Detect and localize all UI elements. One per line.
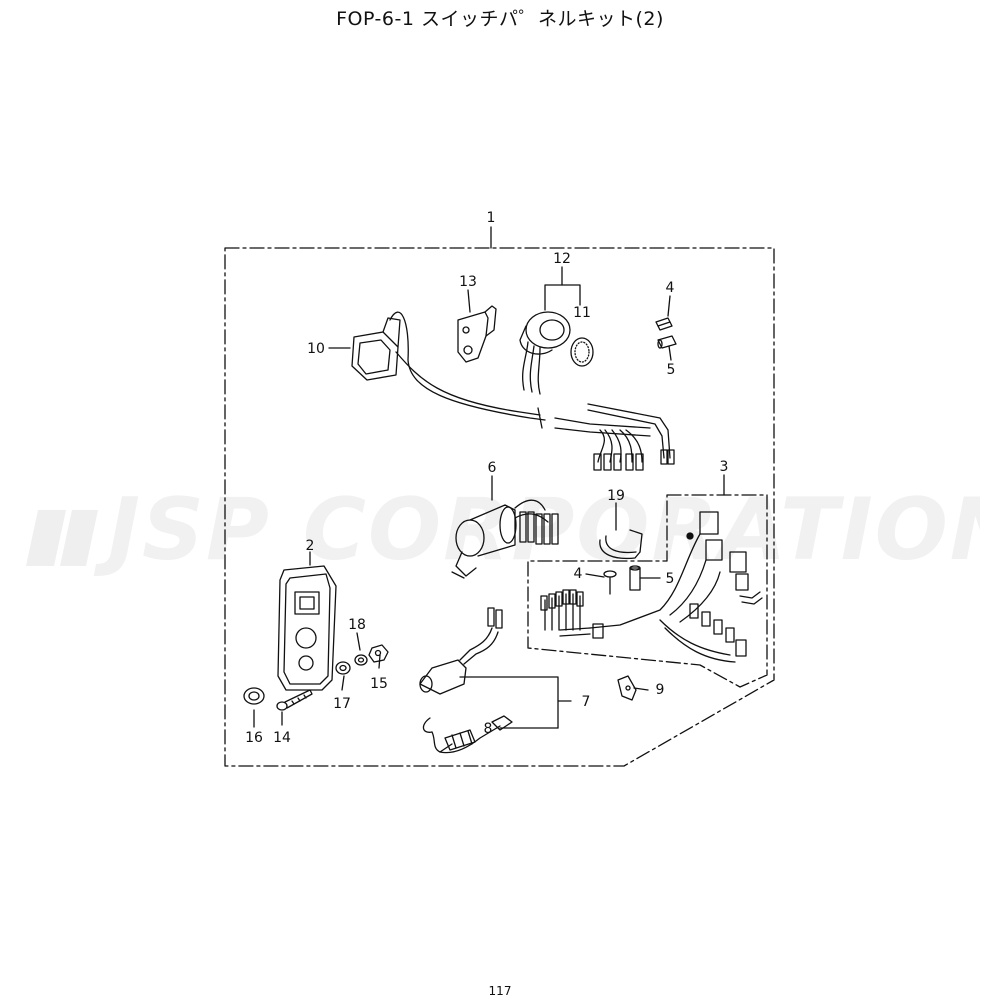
- leader-lines: [253, 226, 725, 729]
- part-16-nut: [243, 687, 265, 705]
- callout-11: 11: [573, 305, 591, 321]
- part-9-clip: [617, 675, 637, 701]
- part-6-ignition-switch: [451, 499, 559, 579]
- callout-8: 8: [484, 721, 493, 737]
- part-5-spacer-upper: [657, 335, 677, 349]
- callout-7: 7: [582, 694, 591, 710]
- part-10-rocker-switch: [351, 311, 675, 471]
- part-3-wire-harness: [540, 511, 763, 663]
- callout-5-upper: 5: [667, 362, 676, 378]
- part-18-spring-washer: [354, 654, 368, 666]
- part-8-lanyard: [422, 715, 513, 754]
- callout-13: 13: [459, 274, 477, 290]
- callout-10: 10: [307, 341, 325, 357]
- callout-2: 2: [306, 538, 315, 554]
- callout-12: 12: [553, 251, 571, 267]
- part-5-spacer-lower: [629, 565, 641, 591]
- callout-labels: 1 2 3 4 5 6 7 8 9 10 11 12 13 14 15 16 1…: [245, 210, 728, 746]
- page-number: 117: [488, 984, 512, 998]
- callout-18: 18: [348, 617, 366, 633]
- part-4-screw-upper: [655, 317, 673, 331]
- part-14-bolt: [276, 689, 313, 711]
- callout-15: 15: [370, 676, 388, 692]
- part-19-clamp: [599, 529, 643, 560]
- part-2-panel: [277, 565, 337, 691]
- part-4-screw-lower: [603, 570, 617, 595]
- callout-16: 16: [245, 730, 263, 746]
- callout-9: 9: [656, 682, 665, 698]
- kit-boundary: [224, 247, 775, 767]
- part-15-nut: [368, 644, 389, 663]
- page-title: FOP-6-1 スイッチパ゜ネルキット(2): [336, 8, 664, 30]
- part-13-bracket: [457, 305, 497, 363]
- callout-17: 17: [333, 696, 351, 712]
- part-7-stop-switch: [419, 607, 503, 695]
- part-12-key-switch: [519, 311, 571, 395]
- callout-4-upper: 4: [666, 280, 675, 296]
- callout-14: 14: [273, 730, 291, 746]
- watermark-logo-icon: [26, 510, 98, 566]
- callout-4-lower: 4: [574, 566, 583, 582]
- callout-19: 19: [607, 488, 625, 504]
- callout-6: 6: [488, 460, 497, 476]
- harness-subassembly-boundary: [527, 494, 768, 688]
- callout-1: 1: [487, 210, 496, 226]
- part-17-washer: [335, 661, 351, 675]
- callout-3: 3: [720, 459, 729, 475]
- callout-5-lower: 5: [666, 571, 675, 587]
- part-11-cap: [570, 337, 594, 367]
